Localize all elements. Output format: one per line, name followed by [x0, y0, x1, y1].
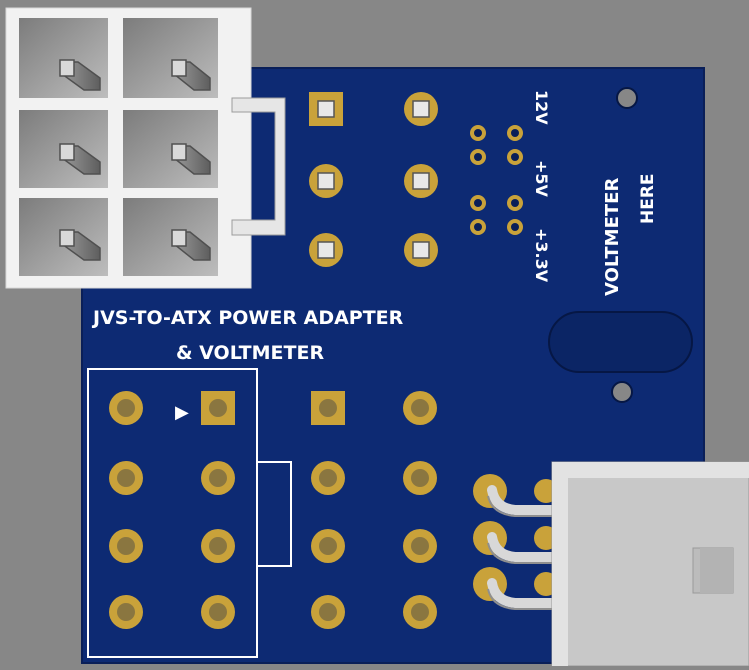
board-title-line1: JVS-TO-ATX POWER ADAPTER [91, 307, 404, 329]
jvs-pads [109, 391, 437, 629]
atx-pins [59, 59, 211, 261]
rail-label-12v: 12V [532, 90, 551, 125]
rail-label-5v: +5V [532, 160, 551, 198]
atx-connector-6pin [5, 7, 286, 289]
voltmeter-label-line2: HERE [638, 173, 658, 224]
voltmeter-slot [548, 311, 693, 373]
atx-pads [309, 92, 438, 267]
board-title-line2: & VOLTMETER [176, 342, 324, 364]
test-points [470, 125, 523, 235]
voltmeter-label-line1: VOLTMETER [602, 178, 623, 296]
header-3pin [473, 461, 749, 667]
jvs-connector-outline [87, 368, 292, 658]
mounting-hole-bottom [611, 381, 633, 403]
mounting-hole-top [616, 87, 638, 109]
rail-label-3v3: +3.3V [532, 228, 551, 283]
pin1-marker: ▶ [175, 402, 189, 423]
atx-pin-wells [19, 18, 218, 276]
